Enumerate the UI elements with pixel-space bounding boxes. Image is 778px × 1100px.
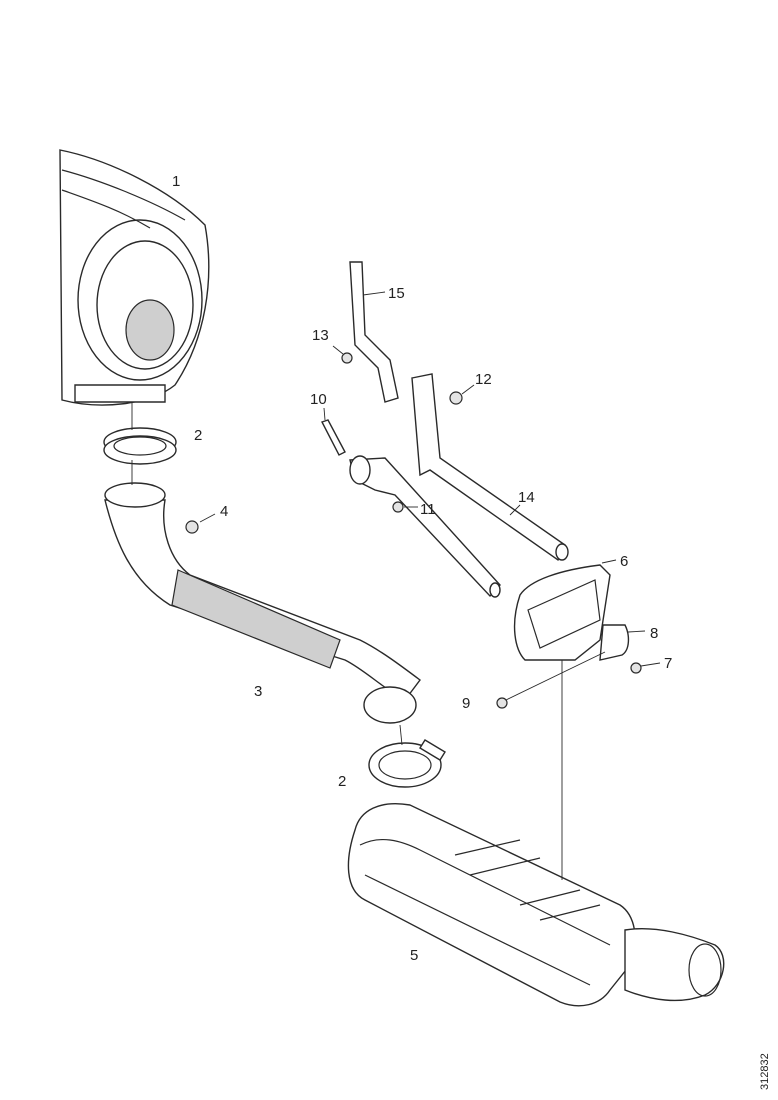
callout-7: 7 xyxy=(664,655,672,672)
lower-clamp-part xyxy=(368,724,446,788)
callout-14: 14 xyxy=(518,489,535,506)
figure-reference-number: 312832 xyxy=(759,1053,771,1090)
mounting-bracket-plate-part xyxy=(513,559,617,661)
callout-2-lower: 2 xyxy=(338,773,346,790)
turbo-outlet-part xyxy=(59,149,210,406)
clamp-piece-part xyxy=(599,624,646,661)
hanger-rail-part xyxy=(349,373,569,598)
callout-8: 8 xyxy=(650,625,658,642)
callout-1: 1 xyxy=(172,173,180,190)
upper-clamp-ring-part xyxy=(103,402,177,465)
callout-11: 11 xyxy=(420,501,436,518)
callout-10: 10 xyxy=(310,391,327,408)
silencer-part xyxy=(347,803,725,1007)
callout-12: 12 xyxy=(475,371,492,388)
callout-15: 15 xyxy=(388,285,405,302)
clamp-nut-part xyxy=(630,662,661,674)
callout-3: 3 xyxy=(254,683,262,700)
callout-9: 9 xyxy=(462,695,470,712)
callout-13: 13 xyxy=(312,327,329,344)
hanger-bracket-upper-part xyxy=(349,261,399,403)
bracket-mount-bolt-part xyxy=(449,384,475,405)
hanger-nut-part xyxy=(392,501,418,513)
flex-pipe-part xyxy=(104,460,421,724)
plate-bolt-part xyxy=(496,651,606,709)
callout-4: 4 xyxy=(220,503,228,520)
callout-6: 6 xyxy=(620,553,628,570)
callout-5: 5 xyxy=(410,947,418,964)
callout-2-upper: 2 xyxy=(194,427,202,444)
bracket-bolt-part xyxy=(332,345,353,364)
hanger-bolt-part xyxy=(321,407,346,456)
flex-pipe-nut-part xyxy=(185,513,216,534)
